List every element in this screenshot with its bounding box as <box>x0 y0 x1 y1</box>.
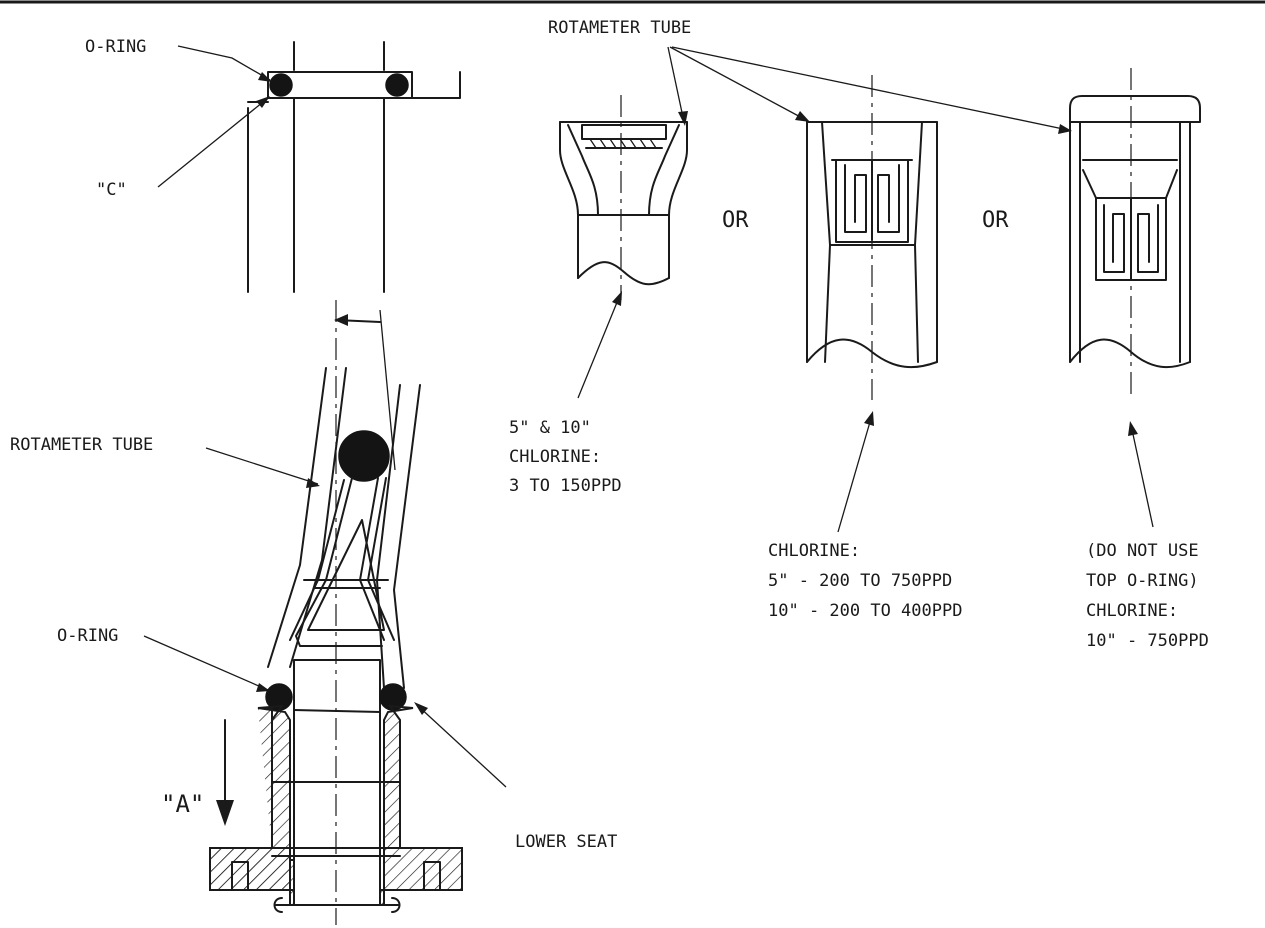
option-1-note: 5" & 10" CHLORINE: 3 TO 150PPD <box>509 418 622 496</box>
label-rotameter-tube-top: ROTAMETER TUBE <box>548 18 691 38</box>
option-1-line-2: CHLORINE: <box>509 447 601 467</box>
option-leaders <box>577 291 1154 533</box>
detail-c-leaders <box>157 45 272 188</box>
option-1-line-3: 3 TO 150PPD <box>509 476 622 496</box>
lower-seat-drawing <box>209 704 463 906</box>
option-2-note: CHLORINE: 5" - 200 TO 750PPD 10" - 200 T… <box>768 541 962 621</box>
option-1-tube-drawing <box>559 95 688 300</box>
option-1-line-1: 5" & 10" <box>509 418 591 438</box>
main-assembly-leaders <box>143 447 507 788</box>
option-2-line-1: CHLORINE: <box>768 541 860 561</box>
label-view-a: "A" <box>161 790 204 818</box>
float-ball <box>338 430 390 482</box>
option-3-note: (DO NOT USE TOP O-RING) CHLORINE: 10" - … <box>1086 541 1209 651</box>
label-or-2: OR <box>982 208 1009 233</box>
option-3-line-2: TOP O-RING) <box>1086 571 1199 591</box>
option-3-line-3: CHLORINE: <box>1086 601 1178 621</box>
option-2-line-2: 5" - 200 TO 750PPD <box>768 571 952 591</box>
label-or-1: OR <box>722 208 749 233</box>
option-3-line-4: 10" - 750PPD <box>1086 631 1209 651</box>
label-rotameter-tube-left: ROTAMETER TUBE <box>10 435 153 455</box>
label-o-ring-bottom: O-RING <box>57 626 118 646</box>
label-lower-seat: LOWER SEAT <box>515 832 617 852</box>
option-3-tube-drawing <box>1069 68 1201 400</box>
option-2-line-3: 10" - 200 TO 400PPD <box>768 601 962 621</box>
label-o-ring-top: O-RING <box>85 37 146 57</box>
o-ring-top-left <box>269 73 293 97</box>
view-a-arrow <box>216 719 234 826</box>
rotameter-tube-leaders <box>667 46 1072 134</box>
o-ring-top-right <box>385 73 409 97</box>
option-3-line-1: (DO NOT USE <box>1086 541 1199 561</box>
detail-c-drawing <box>247 41 461 293</box>
option-2-tube-drawing <box>806 75 938 400</box>
label-detail-c: "C" <box>96 180 127 200</box>
